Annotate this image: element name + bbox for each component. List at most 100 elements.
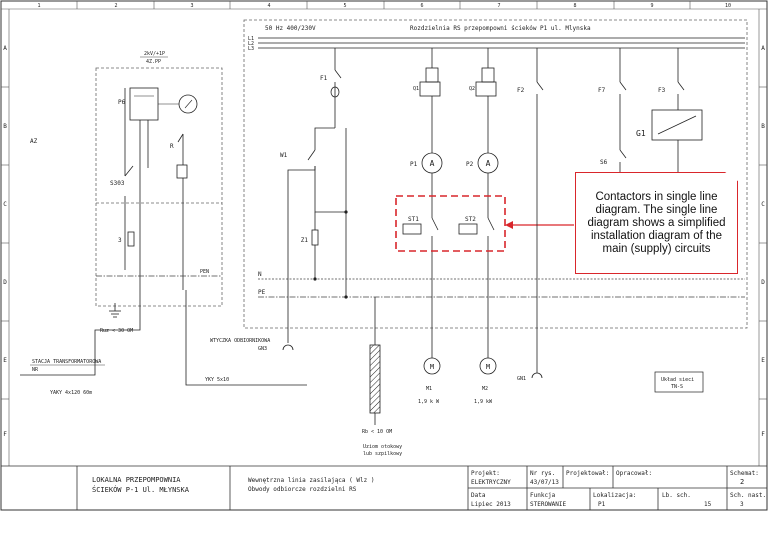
projekt-value: ELEKTRYCZNY [471,479,511,486]
left-wiring [20,88,307,386]
feeder-f7 [619,48,627,172]
pen-label: PEN [200,269,209,275]
f7-label: F7 [598,87,606,94]
row-label: A [3,45,7,52]
wtyczka-label: WTYCZKA ODBIORNIKOWA [210,338,270,344]
projekt-label: Projekt: [471,470,500,477]
connection-cabinet-enclosure [95,67,223,307]
row-ruler [1,9,767,466]
projektowal-label: Projektował: [566,470,609,477]
s303-label: S303 [110,180,125,187]
ammeter-icon: A [430,159,435,168]
col-label: 8 [573,3,576,9]
lokalizacja-value: P1 [598,501,606,508]
q2-label: Q2 [469,86,475,92]
branch-f1-w1 [287,48,347,343]
stacja-label: STACJA TRANSFORMATOROWA [32,359,101,365]
cabinet-rating: 2kV/+1P [144,51,165,57]
junction-dot [313,277,317,281]
p2-label: P2 [466,161,474,168]
sch-nast-label: Sch. nast. [730,492,766,499]
arrester-index: 3 [118,237,122,244]
junction-dot [344,295,348,299]
m1-power: 1,9 k W [418,399,440,405]
motor-icon: M [486,363,490,371]
uklad-sub: TN-S [671,384,683,390]
data-label: Data [471,492,486,499]
col-label: 2 [114,3,117,9]
f2-label: F2 [517,87,525,94]
opracowal-label: Opracował: [616,470,652,477]
title-block [1,465,767,510]
z1-surge-symbol [311,229,319,246]
col-label: 7 [497,3,500,9]
earth-electrode-symbol [369,344,381,414]
project-name-line-1: LOKALNA PRZEPOMPOWNIA [92,476,181,484]
row-label: C [761,201,765,208]
row-label: E [3,357,7,364]
motor-icon: M [430,363,434,371]
funkcja-value: STEROWANIE [530,501,567,508]
schemat-value: 2 [740,478,744,486]
col-label: 5 [343,3,346,9]
bus-label-l1: L1 [248,36,254,42]
callout-annotation: Contactors in single line diagram. The s… [575,172,738,274]
row-label: C [3,201,7,208]
g1-label: G1 [636,129,646,138]
st1-label: ST1 [408,216,419,223]
f1-label: F1 [320,75,328,82]
n-label: N [258,271,262,278]
contactor-highlight-box [395,195,506,252]
s6-label: S6 [600,159,608,166]
m2-power: 1,9 kW [474,399,493,405]
row-label: F [761,431,765,438]
surge-arrester-symbol [127,231,135,247]
callout-arrow-icon [505,221,513,229]
earth-icon [109,303,121,318]
nr-rys-value: 43/07/13 [530,479,559,486]
supply-rating: 50 Hz 400/230V [265,25,316,32]
gn1-label: GN1 [517,376,526,382]
network-system-box [654,371,704,393]
row-label: D [3,279,7,286]
az-label: AZ [30,138,38,145]
yaky-cable: YAKY 4x120 60m [50,390,92,396]
yky-cable: YKY 5x10 [205,377,229,383]
row-labels: A B C D E F A B C D E F [3,45,765,438]
column-labels-top: 1 2 3 4 5 6 7 8 9 10 [37,3,731,9]
bus-label-l3: L3 [248,46,254,52]
sch-nast-value: 3 [740,501,744,508]
st2-label: ST2 [465,216,476,223]
stacja-nr: NR [32,367,39,373]
bus-label-l2: L2 [248,41,254,47]
data-value: Lipiec 2013 [471,501,511,508]
project-name-line-2: ŚCIEKÓW P-1 Ul. MŁYNSKA [92,485,190,494]
schemat-label: Schemat: [730,470,759,477]
uziom-sub: lub szpilkowy [363,451,402,457]
cabinet-rating-sub: 4Z.PP [146,59,161,65]
busbars [258,37,745,49]
lb-sch-label: Lb. sch. [662,492,691,499]
lb-sch-value: 15 [704,501,712,508]
col-label: 4 [267,3,270,9]
funkcja-label: Funkcja [530,492,556,499]
col-label: 10 [725,3,731,9]
gn3-label: GN3 [258,346,267,352]
q1-label: Q1 [413,86,419,92]
callout-text: Contactors in single line diagram. The s… [587,190,726,255]
w1-label: W1 [280,152,288,159]
feeder-m1 [402,48,443,375]
drawing-title-line-1: Wewnętrzna linia zasilająca ( Wlz ) [248,477,374,484]
pe-label: PE [258,289,266,296]
junction-dot [344,210,348,214]
drawing-title-line-2: Obwody odbiorcze rozdzielni RS [248,486,357,493]
column-ruler-top [1,1,767,10]
feeder-m2 [458,48,499,375]
lokalizacja-label: Lokalizacja: [593,492,636,499]
nr-rys-label: Nr rys. [530,470,555,477]
p1-label: P1 [410,161,418,168]
feeder-f2 [531,48,544,379]
relay-coil-symbol [176,164,188,179]
distribution-board-enclosure [243,19,748,329]
